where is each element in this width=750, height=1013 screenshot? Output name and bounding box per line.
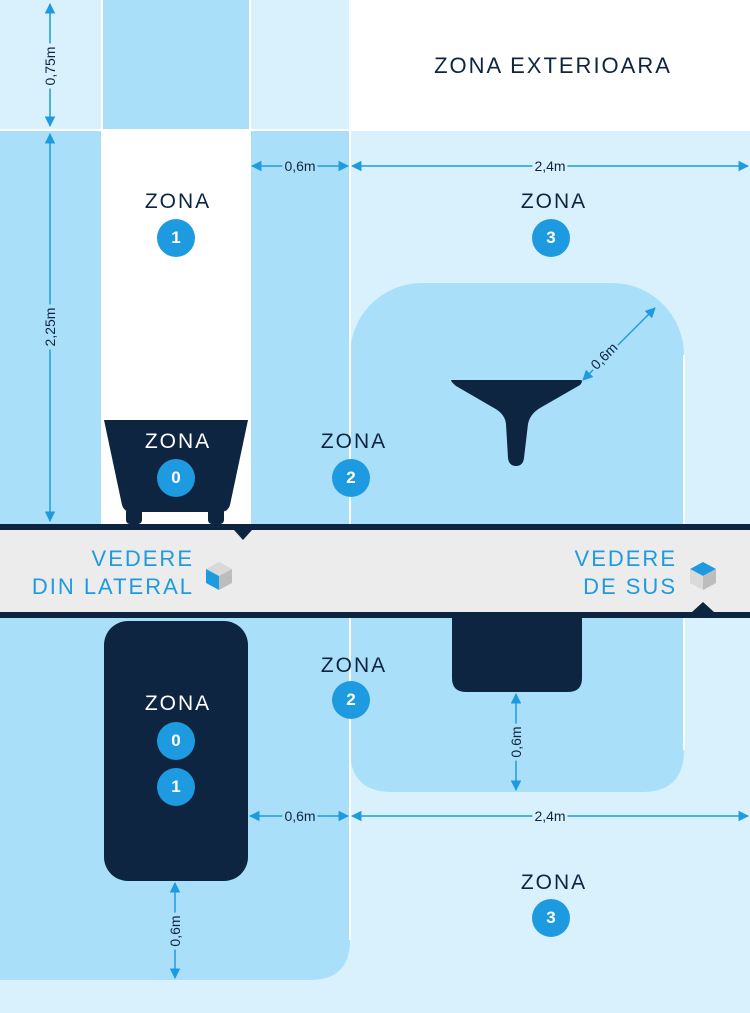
zone1-label: ZONA: [144, 190, 212, 213]
top-zone3-label: ZONA: [520, 871, 588, 894]
divider-top-line: [0, 524, 750, 530]
top-zone0-badge: 0: [157, 722, 195, 760]
zone1-badge: 1: [157, 219, 195, 257]
bathtub-foot-left: [126, 508, 142, 524]
exterior-cell-zone2: [102, 0, 250, 130]
top-view-label-line2: DE SUS: [583, 574, 677, 599]
dim-label-225: 2,25m: [42, 304, 58, 350]
dim-label-wide-side: 2,4m: [532, 158, 568, 174]
zone0-label: ZONA: [144, 430, 212, 453]
dim-label-sink-gap: 0,6m: [508, 723, 524, 761]
top-view-pointer: [692, 602, 714, 612]
exterior-cell-mid: [250, 0, 350, 130]
sink-side-icon: [451, 380, 582, 466]
dim-label-gap-side: 0,6m: [282, 158, 318, 174]
exterior-zone-label: ZONA EXTERIOARA: [434, 53, 672, 78]
top-zone0-label: ZONA: [144, 692, 212, 715]
side-view-label: VEDERE DIN LATERAL: [32, 545, 194, 601]
cube-side-icon: [206, 562, 232, 590]
exterior-zone: [350, 0, 750, 130]
top-zone2-label: ZONA: [320, 654, 388, 677]
top-view-label: VEDERE DE SUS: [575, 545, 677, 601]
dim-label-075: 0,75m: [42, 43, 58, 89]
top-view-label-line1: VEDERE: [574, 546, 677, 571]
bathtub-foot-right: [208, 508, 224, 524]
zone2-badge: 2: [332, 459, 370, 497]
zone3-badge: 3: [532, 219, 570, 257]
sink-top-icon: [452, 618, 582, 692]
zone2-label: ZONA: [320, 430, 388, 453]
top-zone3-badge: 3: [532, 899, 570, 937]
top-zone1-badge: 1: [157, 768, 195, 806]
side-zone2-gap: [250, 130, 350, 525]
zone0-badge: 0: [157, 459, 195, 497]
cube-top-icon: [690, 562, 716, 590]
dim-label-gap-top: 0,6m: [282, 808, 318, 824]
divider-bottom-line: [0, 612, 750, 618]
dim-label-wide-top: 2,4m: [532, 808, 568, 824]
divider-band: [0, 530, 750, 612]
top-zone2-badge: 2: [332, 681, 370, 719]
side-view-label-line2: DIN LATERAL: [31, 574, 194, 599]
side-view-label-line1: VEDERE: [91, 546, 194, 571]
zone3-label: ZONA: [520, 190, 588, 213]
dim-label-bottom: 0,6m: [167, 912, 183, 950]
side-view-pointer: [234, 530, 252, 540]
